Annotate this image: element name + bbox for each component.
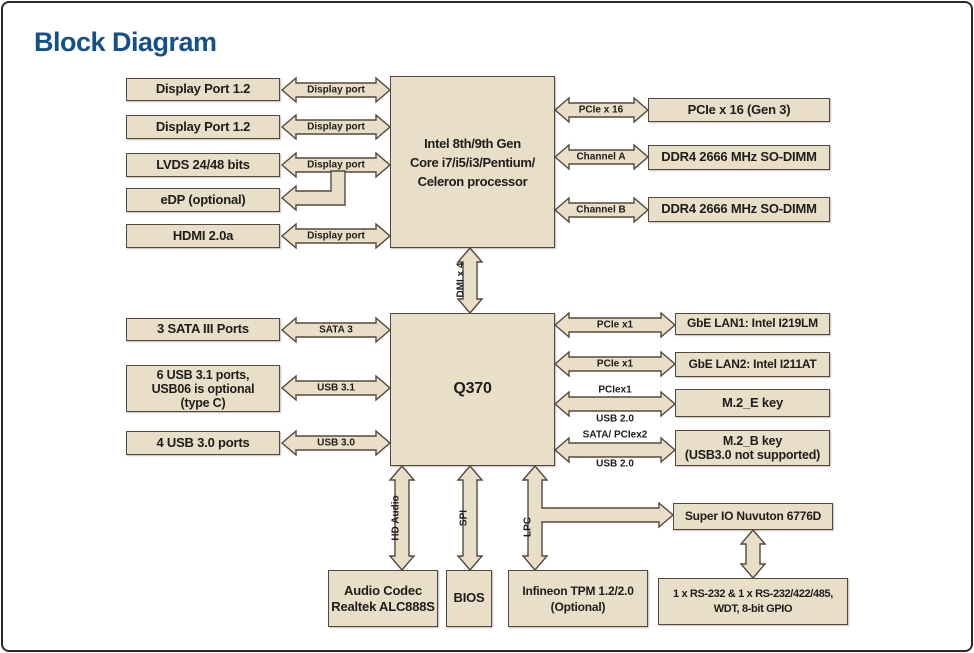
box-display-port-1: Display Port 1.2 — [126, 78, 280, 101]
box-label: 3 SATA III Ports — [157, 321, 249, 337]
box-label: DDR4 2666 MHz SO-DIMM — [661, 149, 817, 165]
box-display-port-2: Display Port 1.2 — [126, 115, 280, 139]
box-label-line1: 1 x RS-232 & 1 x RS-232/422/485, — [672, 587, 834, 600]
box-label: PCIe x 16 (Gen 3) — [687, 101, 791, 117]
box-label-line1: Infineon TPM 1.2/2.0 — [522, 583, 634, 598]
bus-label-pciex1-lan2: PCIe x1 — [596, 358, 634, 370]
box-m2-b-key: M.2_B key (USB3.0 not supported) — [675, 430, 830, 466]
box-label: Display Port 1.2 — [155, 81, 251, 97]
arrow-m2e — [553, 390, 677, 418]
box-label: GbE LAN1: Intel I219LM — [687, 316, 818, 331]
bus-label-displayport-hdmi: Display port — [307, 230, 365, 242]
box-usb30-ports: 4 USB 3.0 ports — [126, 431, 280, 455]
box-ddr4-sodimm-b: DDR4 2666 MHz SO-DIMM — [648, 197, 830, 222]
box-audio-codec: Audio Codec Realtek ALC888S — [328, 570, 438, 627]
box-label-line1: M.2_B key — [722, 434, 783, 448]
box-label: LVDS 24/48 bits — [156, 156, 250, 172]
box-q370-chipset: Q370 — [390, 313, 555, 466]
bus-label-channel-a: Channel A — [576, 151, 626, 163]
bus-label-pciex1-lan1: PCIe x1 — [596, 319, 634, 331]
box-label: Q370 — [453, 380, 492, 398]
box-label: GbE LAN2: Intel I211AT — [688, 356, 817, 371]
box-label-line1: Intel 8th/9th Gen — [424, 135, 521, 151]
box-label-line2: USB06 is optional — [151, 381, 255, 396]
box-m2-e-key: M.2_E key — [675, 389, 830, 417]
bus-label-usb31: USB 3.1 — [317, 382, 355, 394]
box-serial-gpio: 1 x RS-232 & 1 x RS-232/422/485, WDT, 8-… — [658, 578, 848, 625]
box-usb31-ports: 6 USB 3.1 ports, USB06 is optional (type… — [126, 365, 280, 412]
bus-label-displayport-3: Display port — [307, 159, 365, 171]
box-sata-ports: 3 SATA III Ports — [126, 318, 280, 341]
arrow-superio-serial — [739, 528, 767, 580]
bus-label-hd-audio: HD Audio — [390, 495, 402, 541]
box-label-line2: Core i7/i5/i3/Pentium/ — [410, 154, 535, 170]
box-label: Display Port 1.2 — [155, 118, 251, 134]
box-pcie16-slot: PCIe x 16 (Gen 3) — [648, 98, 830, 122]
bus-label-displayport-2: Display port — [307, 121, 365, 133]
box-label-line1: 6 USB 3.1 ports, — [156, 367, 250, 382]
bus-label-pciex1-m2e: PCIex1 — [598, 384, 632, 396]
box-label-line1: Audio Codec — [344, 582, 422, 598]
arrow-edp-branch — [280, 170, 346, 212]
bus-label-spi: SPI — [458, 509, 470, 527]
box-gbe-lan1: GbE LAN1: Intel I219LM — [675, 313, 830, 335]
box-hdmi: HDMI 2.0a — [126, 224, 280, 248]
box-super-io: Super IO Nuvuton 6776D — [673, 503, 833, 530]
bus-label-usb20-m2b: USB 2.0 — [596, 458, 634, 470]
page-title: Block Diagram — [34, 27, 217, 57]
box-bios: BIOS — [446, 570, 492, 627]
box-ddr4-sodimm-a: DDR4 2666 MHz SO-DIMM — [648, 145, 830, 170]
box-label: DDR4 2666 MHz SO-DIMM — [661, 201, 817, 217]
box-label-line3: (type C) — [180, 395, 226, 410]
box-label-line2: WDT, 8-bit GPIO — [713, 602, 793, 615]
bus-label-usb20-m2e: USB 2.0 — [596, 413, 634, 425]
box-label: HDMI 2.0a — [172, 227, 234, 243]
box-cpu: Intel 8th/9th Gen Core i7/i5/i3/Pentium/… — [390, 76, 555, 248]
box-label-line3: Celeron processor — [417, 173, 528, 189]
box-label: M.2_E key — [721, 394, 784, 410]
box-label: 4 USB 3.0 ports — [156, 434, 250, 450]
bus-label-channel-b: Channel B — [576, 204, 626, 216]
box-tpm: Infineon TPM 1.2/2.0 (Optional) — [508, 570, 648, 627]
box-lvds: LVDS 24/48 bits — [126, 153, 280, 177]
bus-label-usb30: USB 3.0 — [317, 437, 355, 449]
box-edp: eDP (optional) — [126, 188, 280, 212]
bus-label-pcie16: PCIe x 16 — [578, 104, 624, 116]
box-label-line2: (USB3.0 not supported) — [684, 448, 821, 462]
bus-label-sata-pciex2-m2b: SATA/ PCIex2 — [582, 429, 648, 441]
box-label: eDP (optional) — [160, 191, 246, 207]
bus-label-lpc: LPC — [522, 517, 534, 537]
box-label-line2: Realtek ALC888S — [331, 598, 435, 614]
bus-label-displayport-1: Display port — [307, 84, 365, 96]
bus-label-sata3: SATA 3 — [319, 324, 353, 336]
arrow-lpc — [521, 464, 675, 572]
box-label-line2: (Optional) — [550, 599, 606, 614]
box-label: BIOS — [453, 590, 485, 606]
bus-label-dmi: DMI x 4 — [455, 262, 467, 298]
box-gbe-lan2: GbE LAN2: Intel I211AT — [675, 352, 830, 377]
box-label: Super IO Nuvuton 6776D — [684, 508, 822, 523]
